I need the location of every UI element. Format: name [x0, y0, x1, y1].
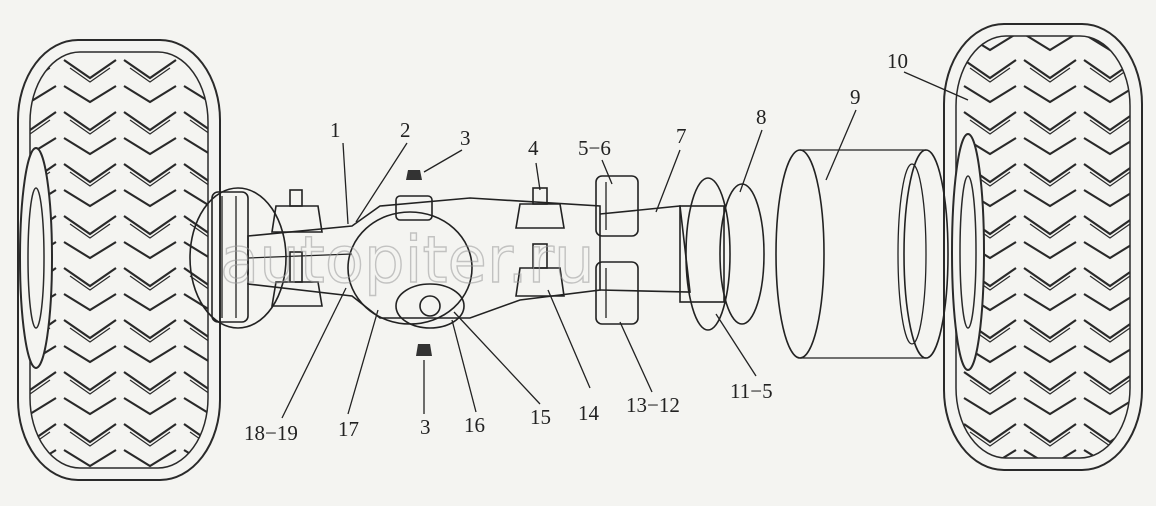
hub-flange	[679, 177, 765, 331]
callout-18-19: 18−19	[244, 421, 298, 445]
callout-5-6: 5−6	[578, 136, 611, 160]
right-spring-brackets	[515, 187, 565, 297]
left-spring-brackets	[271, 189, 323, 307]
callout-8: 8	[756, 105, 767, 129]
differential-carrier	[347, 195, 473, 329]
callout-3-bottom: 3	[420, 415, 431, 439]
right-tire	[943, 23, 1143, 471]
axle-housing	[247, 197, 691, 319]
callout-9: 9	[850, 85, 861, 109]
callout-3-top: 3	[460, 126, 471, 150]
callout-15: 15	[530, 405, 551, 429]
left-tire	[17, 39, 221, 481]
brake-caliper	[595, 175, 639, 325]
leader-lines	[281, 71, 969, 419]
callout-10: 10	[887, 49, 908, 73]
callout-labels: 1 2 3 4 5−6 7 8 9 10 11−5 13−12 14 15 16…	[244, 49, 908, 445]
callout-1: 1	[330, 118, 341, 142]
watermark-text: autopiter.ru	[220, 224, 595, 298]
plug-top	[406, 170, 422, 180]
callout-2: 2	[400, 118, 411, 142]
callout-16: 16	[464, 413, 485, 437]
callout-13-12: 13−12	[626, 393, 680, 417]
wheel-rim	[775, 149, 949, 359]
callout-17: 17	[338, 417, 359, 441]
plug-bottom	[416, 344, 432, 356]
callout-7: 7	[676, 124, 687, 148]
callout-14: 14	[578, 401, 600, 425]
callout-4: 4	[528, 136, 539, 160]
callout-11-5: 11−5	[730, 379, 773, 403]
